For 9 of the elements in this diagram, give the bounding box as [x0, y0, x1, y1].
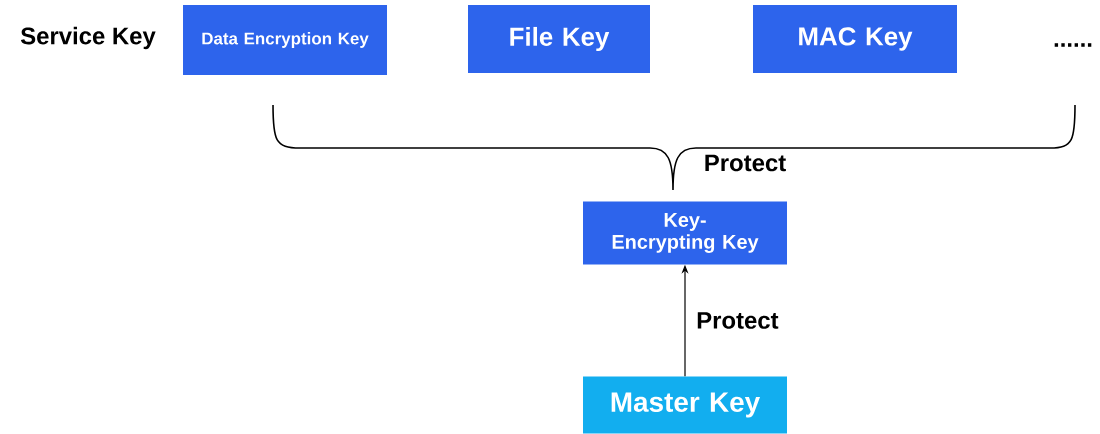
key-box: Master Key: [583, 376, 787, 434]
brace-label: Protect: [705, 154, 786, 172]
row-label: Service Key: [20, 26, 156, 50]
ellipsis-text: ......: [1054, 43, 1092, 47]
key-box: Key-Encrypting Key: [583, 201, 787, 265]
edge-label: Protect: [695, 311, 780, 330]
key-box: MAC Key: [753, 5, 957, 73]
key-box: File Key: [468, 5, 650, 73]
key-box: Data Encryption Key: [183, 5, 387, 75]
